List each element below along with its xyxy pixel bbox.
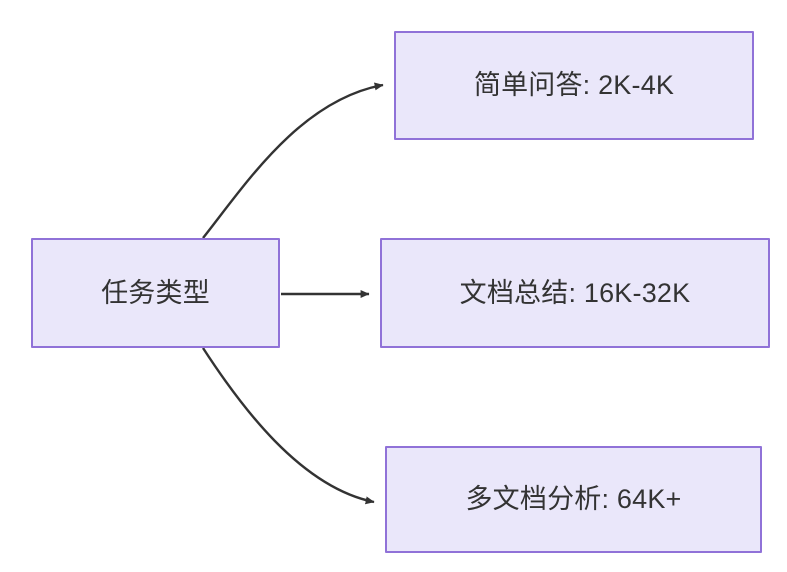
node-doc-summary[interactable]: 文档总结: 16K-32K bbox=[380, 238, 770, 348]
node-task-type[interactable]: 任务类型 bbox=[31, 238, 280, 348]
node-doc-summary-label: 文档总结: 16K-32K bbox=[459, 277, 691, 308]
node-multi-doc-analysis[interactable]: 多文档分析: 64K+ bbox=[385, 446, 762, 553]
node-task-type-label: 任务类型 bbox=[101, 277, 210, 308]
node-multi-doc-analysis-label: 多文档分析: 64K+ bbox=[465, 484, 682, 515]
edge-source-to-multi-doc bbox=[201, 347, 375, 505]
edge-source-to-simple-qa bbox=[202, 82, 384, 239]
node-simple-qa[interactable]: 简单问答: 2K-4K bbox=[394, 31, 754, 140]
node-simple-qa-label: 简单问答: 2K-4K bbox=[473, 70, 675, 101]
